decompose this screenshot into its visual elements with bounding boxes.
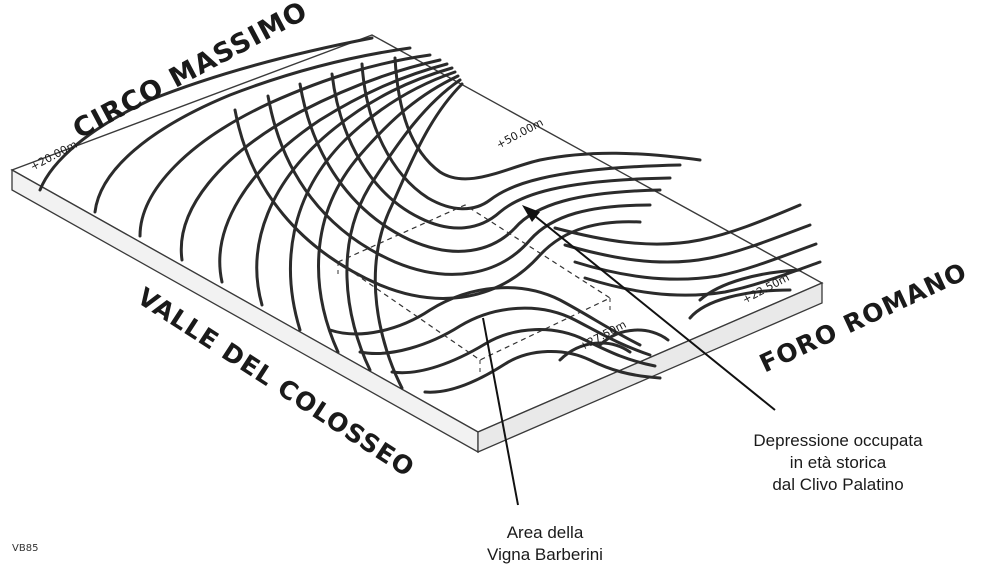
contour-line [573, 242, 818, 281]
caption-line: Vigna Barberini [487, 545, 603, 564]
vigna-leader [482, 317, 519, 506]
signature: VB85 [12, 543, 39, 554]
caption-line: in età storica [789, 453, 887, 472]
contour-line [218, 62, 449, 284]
depressione-leader [529, 211, 776, 411]
contour-line [698, 268, 802, 302]
contour-line [358, 306, 652, 357]
contour-line [328, 286, 642, 347]
contour-line [330, 72, 672, 230]
contour-line [360, 62, 682, 211]
contour-line [553, 203, 802, 246]
caption-line: dal Clivo Palatino [772, 475, 904, 494]
contour-line [345, 78, 462, 372]
contour-line [393, 56, 702, 181]
block-right-face [477, 282, 823, 453]
contour-line [289, 70, 457, 332]
contour-line [688, 288, 792, 320]
contour-line [317, 74, 460, 354]
contour-lines [38, 36, 822, 394]
contour-line [563, 223, 812, 264]
contour-line [390, 328, 657, 375]
contour-line [598, 328, 670, 347]
contour-line [93, 46, 412, 214]
caption-depressione: Depressione occupata in età storica dal … [728, 430, 948, 496]
contour-line [38, 36, 374, 192]
caption-vigna-barberini: Area della Vigna Barberini [470, 522, 620, 566]
contour-line [298, 82, 662, 253]
contour-line [373, 82, 464, 390]
depressione-arrowhead [522, 205, 540, 222]
vigna-barberini-outline [336, 204, 612, 361]
contour-line [423, 350, 662, 394]
contour-line [266, 94, 652, 276]
contour-line [558, 341, 632, 362]
caption-line: Depressione occupata [753, 431, 923, 450]
contour-line [255, 66, 454, 307]
caption-line: Area della [506, 523, 584, 542]
